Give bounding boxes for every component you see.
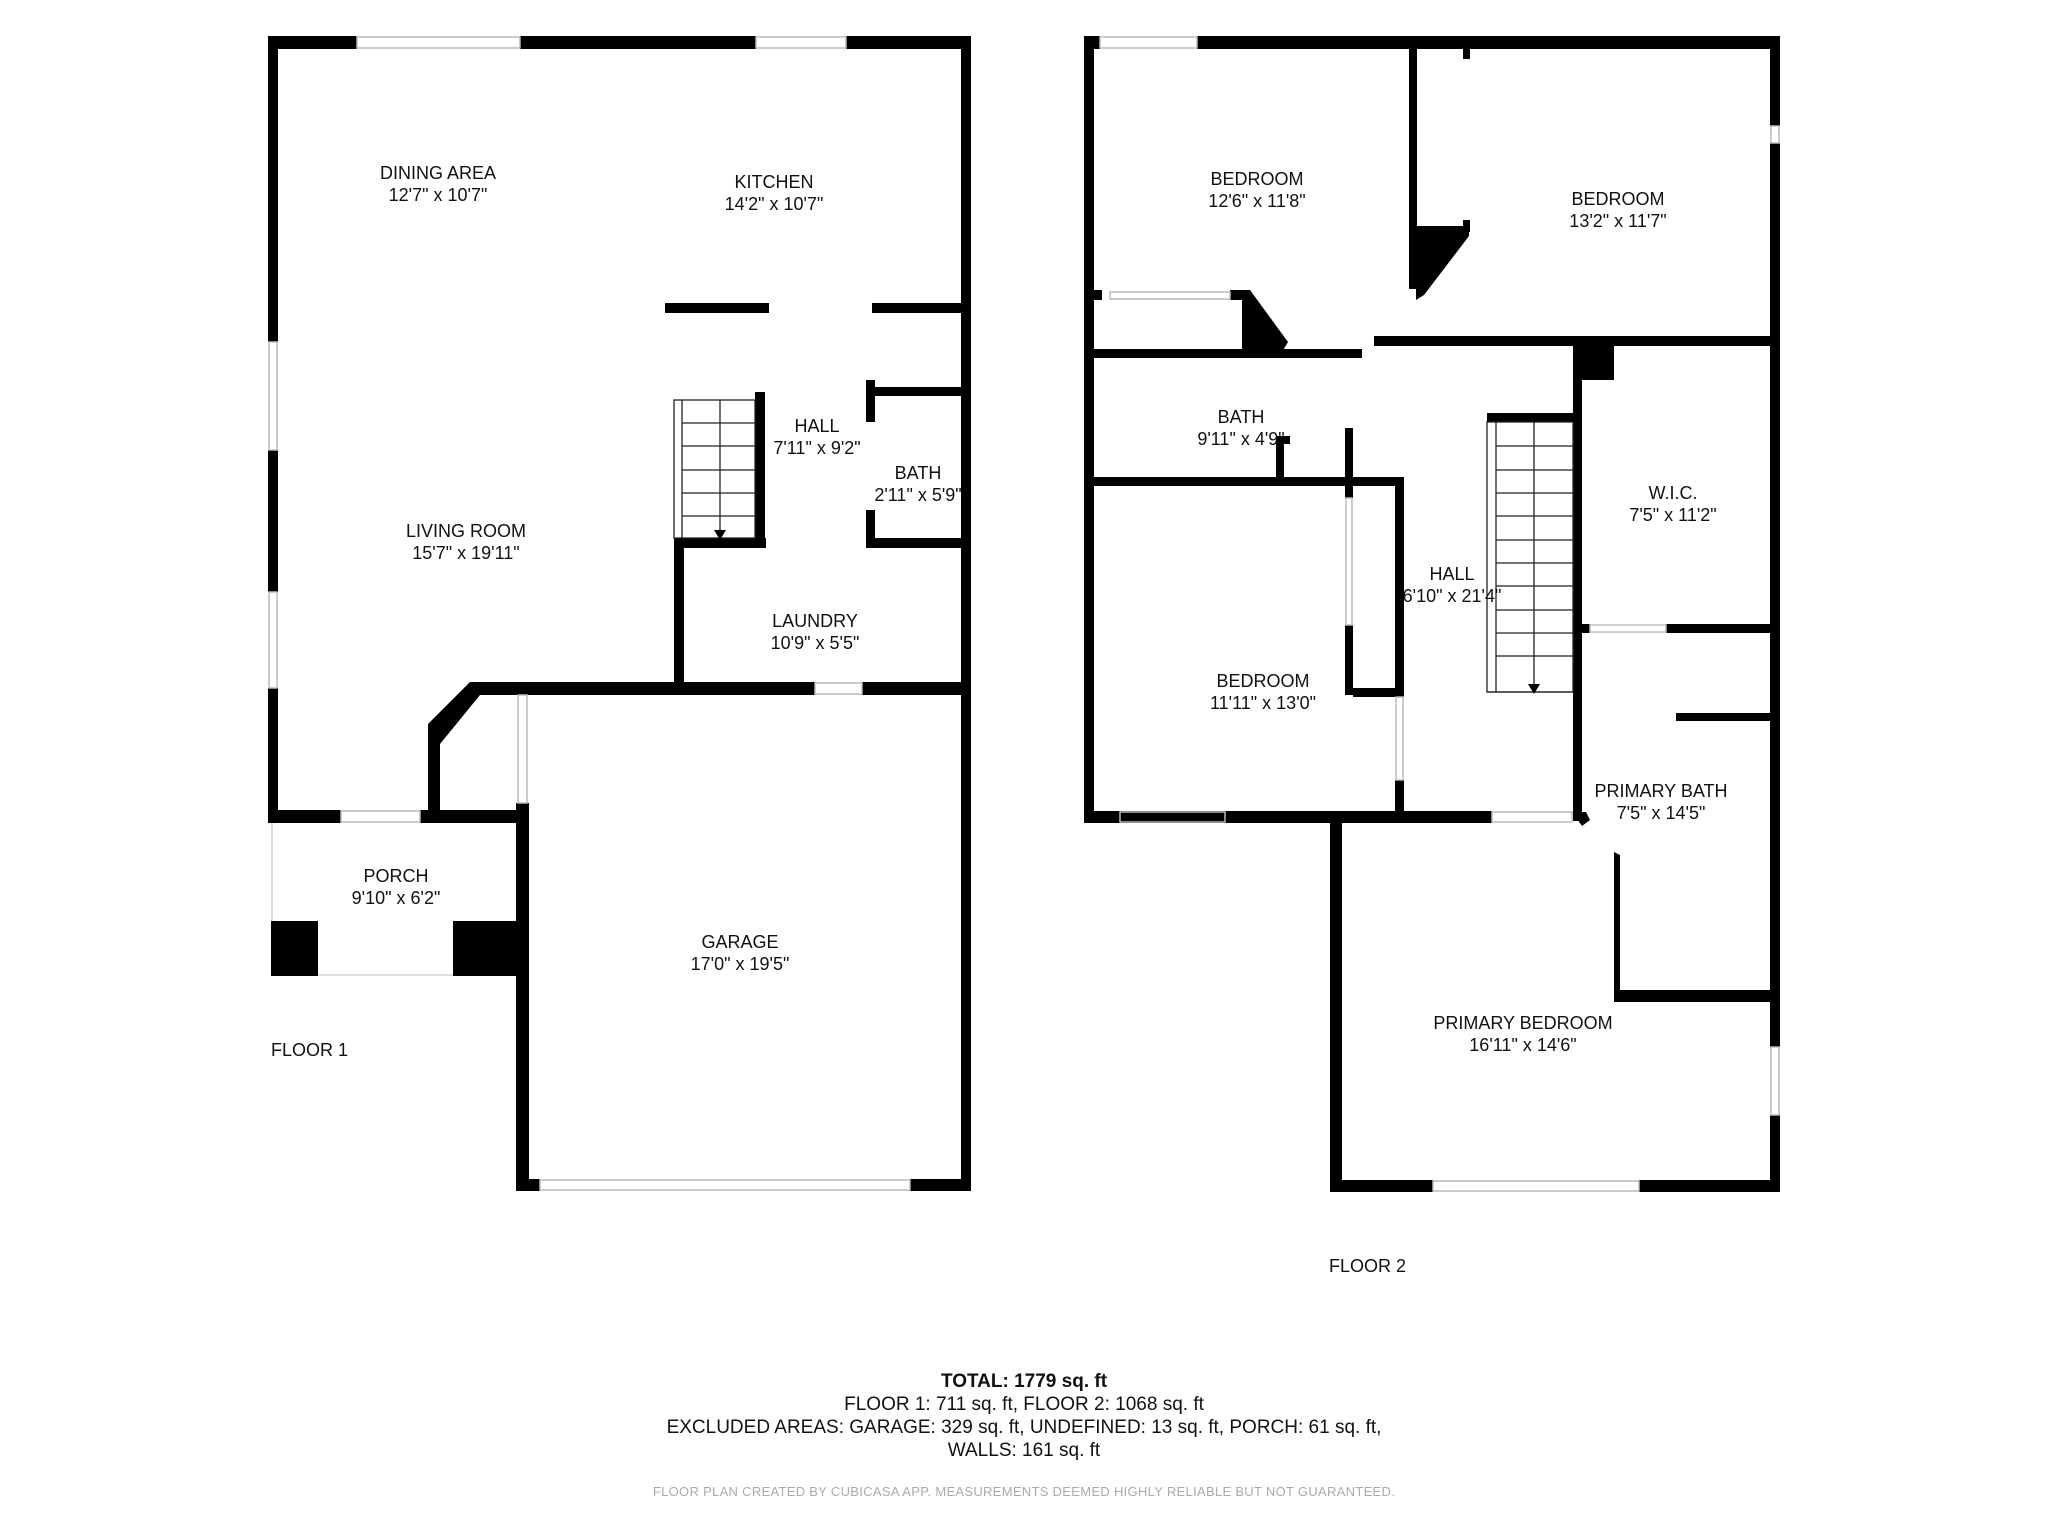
room-name: BATH: [1217, 407, 1265, 427]
room-name: HALL: [1429, 564, 1475, 584]
room-size: 14'2" x 10'7": [724, 194, 824, 214]
room-name: LAUNDRY: [772, 611, 858, 631]
room-size: 6'10" x 21'4": [1402, 586, 1502, 606]
floor-areas: FLOOR 1: 711 sq. ft, FLOOR 2: 1068 sq. f…: [844, 1394, 1204, 1415]
total-area: TOTAL: 1779 sq. ft: [940, 1371, 1108, 1392]
area-summary: TOTAL: 1779 sq. ft FLOOR 1: 711 sq. ft, …: [0, 1370, 2048, 1462]
room-size: 11'11" x 13'0": [1209, 693, 1317, 713]
room-wic: W.I.C.7'5" x 11'2": [1629, 482, 1716, 526]
room-size: 10'9" x 5'5": [770, 633, 860, 653]
room-size: 7'11" x 9'2": [773, 438, 861, 458]
room-name: BEDROOM: [1210, 169, 1304, 189]
room-size: 12'6" x 11'8": [1208, 191, 1306, 211]
room-size: 7'5" x 11'2": [1629, 505, 1717, 525]
room-name: BATH: [894, 463, 942, 483]
room-size: 16'11" x 14'6": [1469, 1035, 1577, 1055]
room-size: 12'7" x 10'7": [388, 185, 488, 205]
floor-1-label: FLOOR 1: [271, 1040, 349, 1060]
room-size: 17'0" x 19'5": [690, 954, 790, 974]
room-name: HALL: [794, 416, 840, 436]
room-name: GARAGE: [701, 932, 779, 952]
floor-2-label: FLOOR 2: [1329, 1256, 1407, 1276]
room-size: 2'11" x 5'9": [874, 485, 962, 505]
room-size: 9'10" x 6'2": [351, 888, 441, 908]
room-size: 9'11" x 4'9": [1197, 429, 1285, 449]
room-name: DINING AREA: [379, 163, 497, 183]
room-size: 7'5" x 14'5": [1616, 803, 1706, 823]
walls-area: WALLS: 161 sq. ft: [947, 1440, 1101, 1461]
room-name: PRIMARY BATH: [1594, 781, 1728, 801]
room-name: KITCHEN: [734, 172, 814, 192]
room-name: LIVING ROOM: [405, 521, 527, 541]
room-size: 15'7" x 19'11": [412, 543, 520, 563]
room-name: BEDROOM: [1216, 671, 1310, 691]
room-name: PRIMARY BEDROOM: [1433, 1013, 1613, 1033]
room-name: PORCH: [363, 866, 429, 886]
excluded-areas: EXCLUDED AREAS: GARAGE: 329 sq. ft, UNDE…: [666, 1417, 1382, 1438]
room-name: W.I.C.: [1648, 483, 1698, 503]
room-size: 13'2" x 11'7": [1569, 211, 1667, 231]
room-name: BEDROOM: [1571, 189, 1665, 209]
disclaimer: FLOOR PLAN CREATED BY CUBICASA APP. MEAS…: [652, 1484, 1396, 1499]
